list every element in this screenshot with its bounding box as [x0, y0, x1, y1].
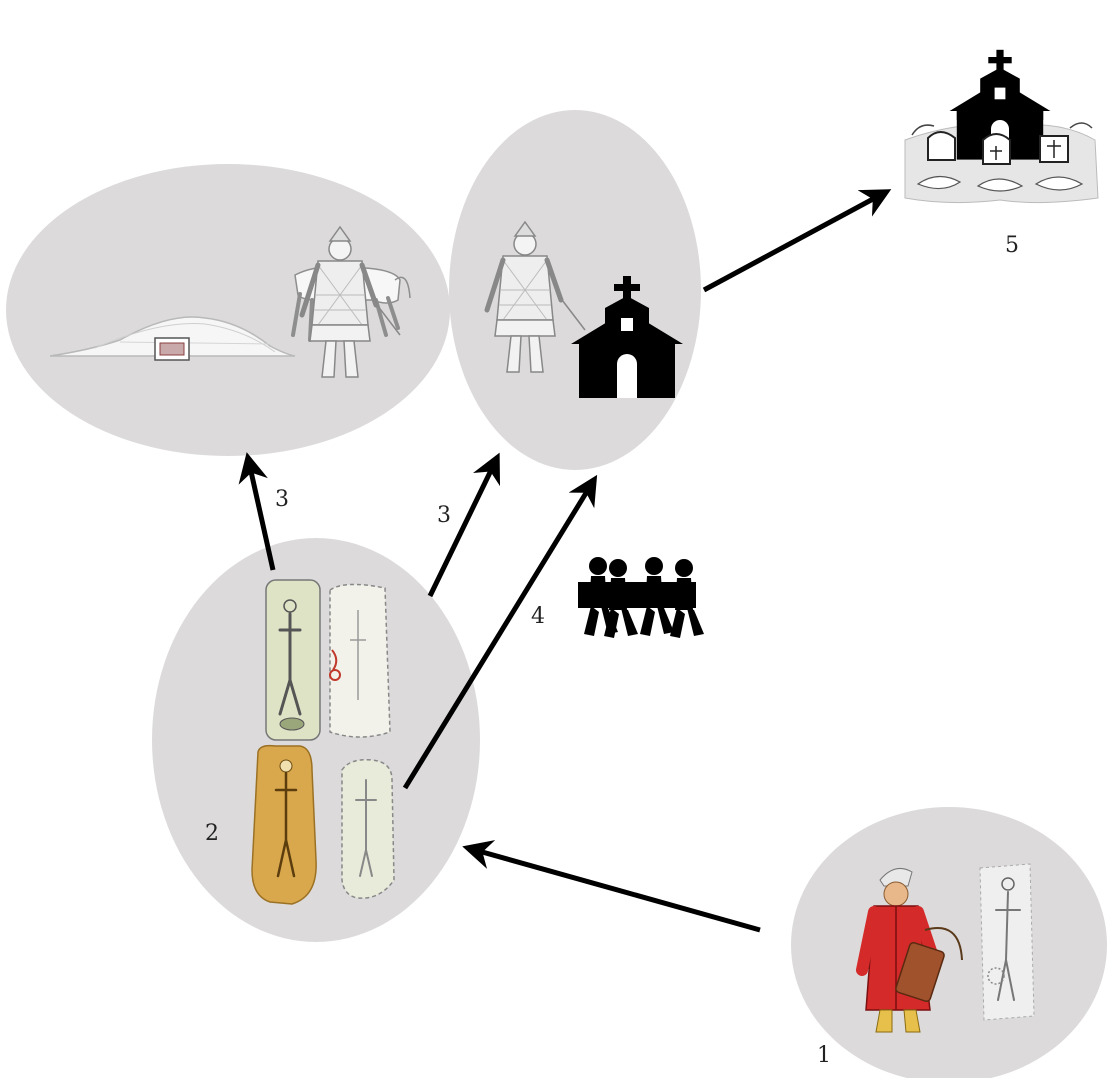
skeleton-grave-plan [979, 863, 1035, 1021]
arrow-2-to-church [427, 452, 501, 598]
arrow-1-to-2 [462, 840, 761, 933]
stage-5-cemetery: 5 [904, 49, 1099, 258]
robed-warrior-figure [856, 867, 963, 1033]
grave-plan-ochre [251, 744, 317, 905]
arrow-label-procession: 4 [531, 604, 545, 629]
arrow-church-to-cemetery [702, 189, 892, 293]
stage-2-graves: 2 [152, 538, 480, 942]
arrow-label-church: 3 [437, 503, 451, 528]
grave-plan-white-lower [341, 758, 395, 899]
stage-5-label: 5 [1005, 233, 1019, 258]
cemetery-church-icon [904, 49, 1099, 204]
grave-plan-white [329, 583, 391, 738]
arrows [238, 189, 892, 933]
stage-1-label: 1 [817, 1043, 831, 1068]
arrow-2-procession [402, 474, 598, 790]
stage-2-label: 2 [205, 821, 219, 846]
grave-plan-green [265, 579, 321, 741]
stage-2-background [152, 538, 480, 942]
stage-1-origin: 1 [791, 807, 1107, 1078]
arrow-2-to-mound [238, 452, 276, 571]
stage-1-background [791, 807, 1107, 1078]
stage-3b-background [449, 110, 701, 470]
burial-mound-figure [49, 316, 296, 361]
stage-mound-horse-warrior [6, 164, 450, 456]
stage-warrior-church [449, 110, 701, 470]
stage-3a-background [6, 164, 450, 456]
arrow-label-mound: 3 [275, 487, 289, 512]
pallbearers-icon [578, 557, 704, 638]
